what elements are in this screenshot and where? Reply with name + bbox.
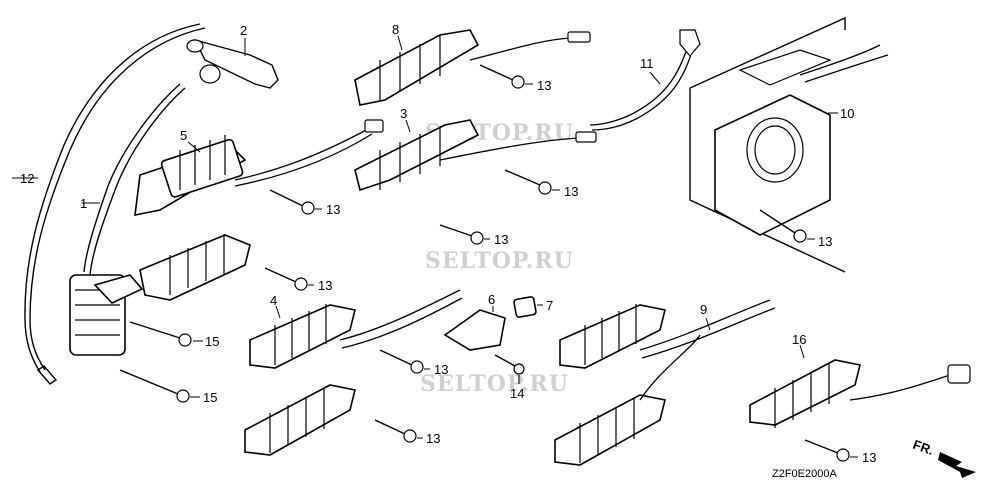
bolt-13-i [804, 439, 858, 462]
part-number-15-lower: 15 [203, 390, 217, 405]
part-number-15-upper: 15 [205, 334, 219, 349]
part-number-6: 6 [488, 292, 495, 307]
bolt-13-e [439, 224, 490, 245]
bolt-13-c [479, 64, 533, 89]
part-number-13-b: 13 [318, 278, 332, 293]
screw-14 [494, 354, 525, 384]
bolt-15-upper [129, 321, 203, 347]
part-6-bracket [443, 306, 506, 351]
part-10-stator-assembly [689, 16, 889, 273]
part-number-11: 11 [640, 56, 654, 71]
part-number-8: 8 [392, 22, 399, 37]
part-3-coil [354, 119, 597, 192]
part-11-wire [589, 29, 701, 131]
part-number-13-i: 13 [862, 450, 876, 465]
front-label: FR. [911, 437, 936, 458]
bolt-13-b [264, 267, 314, 291]
watermark: SELTOP.RU [425, 248, 574, 274]
bolt-15-lower [119, 369, 200, 403]
part-number-3: 3 [400, 106, 407, 121]
drawing-code: Z2F0E2000A [772, 468, 837, 480]
part-number-10: 10 [840, 106, 854, 121]
bolt-13-f [759, 209, 815, 243]
part-number-13-f: 13 [818, 234, 832, 249]
front-direction-marker [938, 452, 976, 478]
part-number-12: 12 [20, 171, 34, 186]
part-12-cable [12, 23, 206, 385]
watermark: SELTOP.RU [420, 371, 569, 397]
bolt-13-h [374, 419, 423, 443]
part-8-coil [354, 29, 591, 106]
part-number-9: 9 [700, 302, 707, 317]
part-number-13-e: 13 [494, 232, 508, 247]
part-number-13-g: 13 [434, 362, 448, 377]
part-9-coil [554, 299, 776, 466]
part-number-14: 14 [510, 386, 524, 401]
part-7-clip [513, 296, 543, 318]
part-number-5: 5 [180, 128, 187, 143]
part-number-13-a: 13 [326, 202, 340, 217]
part-number-7: 7 [546, 298, 553, 313]
part-16-coil [749, 344, 971, 428]
part-number-2: 2 [240, 23, 247, 38]
part-2-plug-cap [186, 38, 279, 89]
bolt-13-g [379, 349, 430, 374]
part-number-1: 1 [80, 196, 87, 211]
part-number-13-c: 13 [537, 78, 551, 93]
part-5-charge-coil [134, 119, 384, 217]
part-number-16: 16 [792, 332, 806, 347]
part-number-4: 4 [270, 293, 277, 308]
part-1-ignition-coil [69, 83, 186, 356]
part-number-13-d: 13 [564, 184, 578, 199]
bolt-13-a [269, 189, 322, 215]
part-4-coil [244, 289, 463, 456]
part-5-lower-coil [139, 234, 251, 301]
bolt-13-d [504, 169, 560, 195]
part-number-13-h: 13 [426, 431, 440, 446]
